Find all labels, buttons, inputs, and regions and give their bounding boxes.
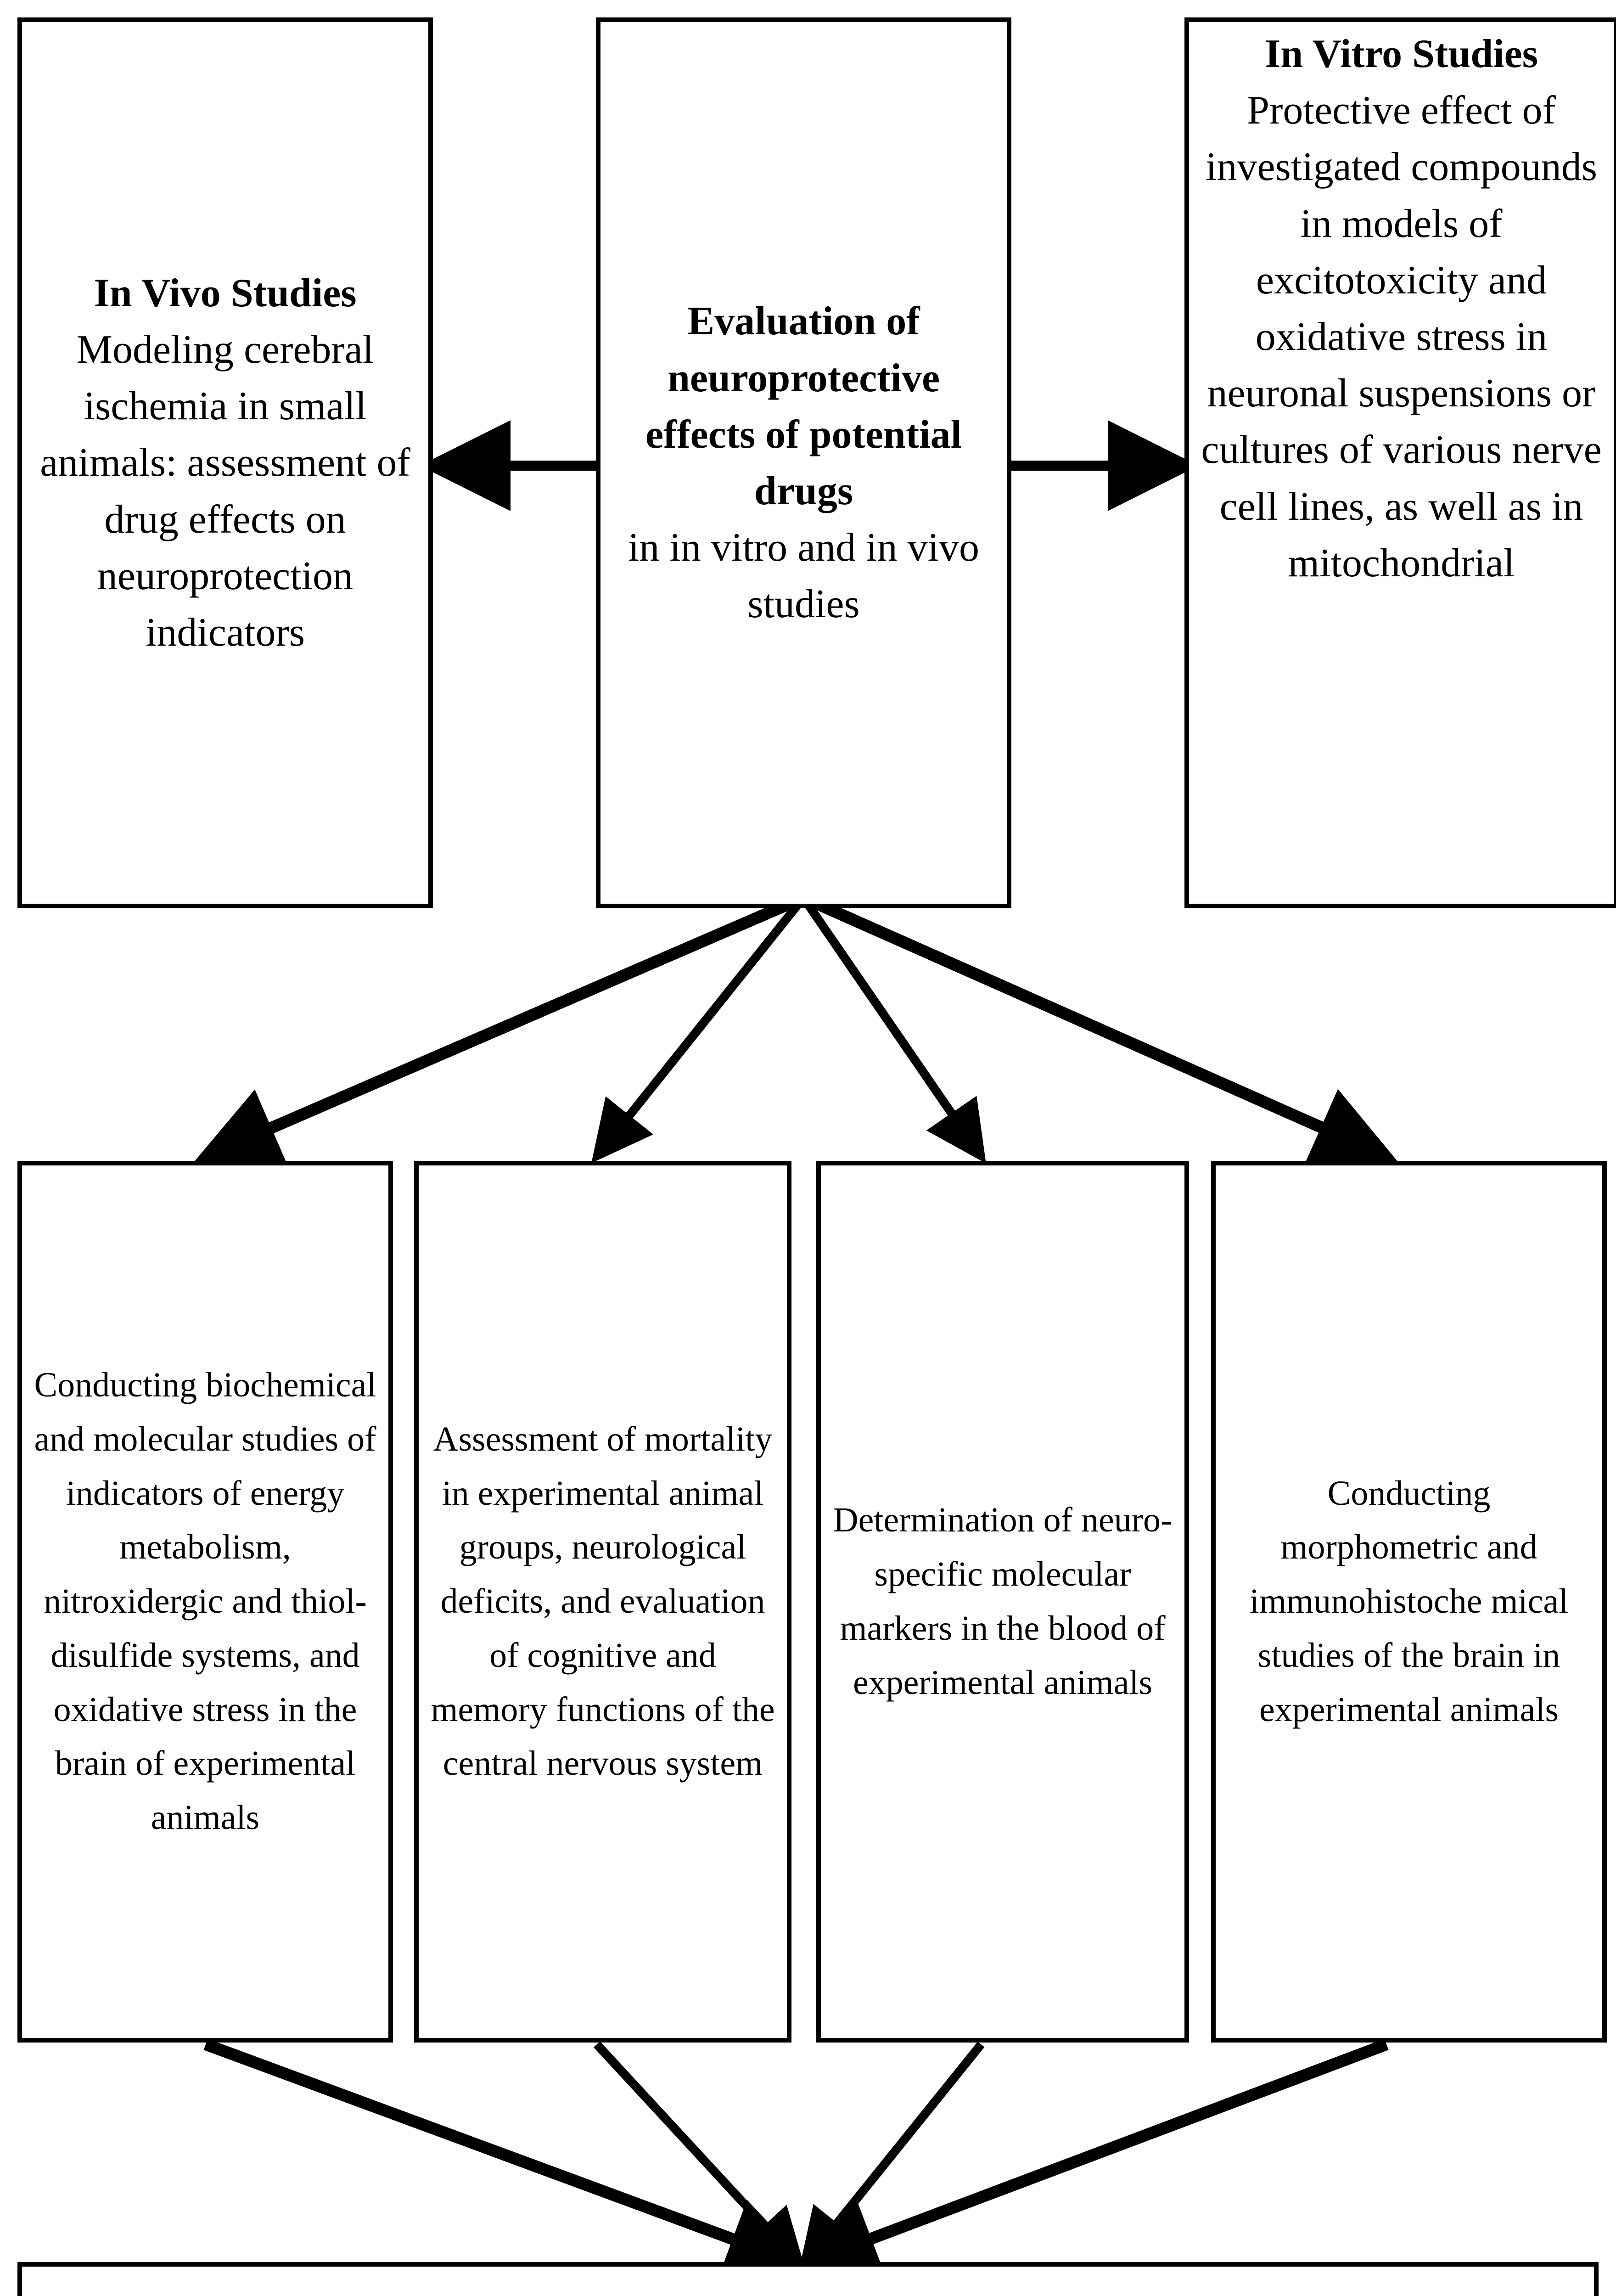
node-in-vivo-studies[interactable]: In Vivo Studies Modeling cerebral ischem… <box>17 17 433 908</box>
node-mortality-body: Assessment of mortality in experimental … <box>431 1419 775 1783</box>
node-morphometric-studies[interactable]: Conducting morphometric and immunohistoc… <box>1211 1161 1607 2043</box>
node-biochemical-body: Conducting biochemical and molecular stu… <box>34 1365 376 1837</box>
node-in-vitro-body: Protective effect of investigated compou… <box>1201 88 1602 585</box>
node-in-vitro-studies[interactable]: In Vitro Studies Protective effect of in… <box>1184 17 1616 908</box>
node-molecular-markers[interactable]: Determination of neuro-specific molecula… <box>816 1161 1189 2043</box>
arrow-to-biochem <box>195 892 806 1166</box>
arrow-to-morpho <box>801 892 1397 1165</box>
node-in-vivo-body: Modeling cerebral ischemia in small anim… <box>40 327 410 655</box>
arrow-from-biochem <box>203 2038 811 2279</box>
arrow-to-mortality <box>591 895 807 1163</box>
node-comprehensive-evaluation[interactable]: Comprehensive evaluation of the neuropro… <box>17 2262 1599 2296</box>
node-morphometric-body: Conducting morphometric and immunohistoc… <box>1249 1474 1569 1729</box>
node-biochemical-studies[interactable]: Conducting biochemical and molecular stu… <box>17 1161 393 2043</box>
arrow-from-markers <box>799 2042 985 2271</box>
node-evaluation-title: Evaluation of neuroprotective effects of… <box>645 299 962 513</box>
node-in-vitro-title: In Vitro Studies <box>1265 32 1538 76</box>
arrow-from-morpho <box>793 2038 1389 2278</box>
node-in-vivo-title: In Vivo Studies <box>94 270 357 315</box>
arrow-from-mortality <box>594 2041 806 2270</box>
node-mortality-assessment[interactable]: Assessment of mortality in experimental … <box>414 1161 791 2043</box>
fanout-arrows <box>195 892 1397 1166</box>
node-evaluation-center[interactable]: Evaluation of neuroprotective effects of… <box>596 17 1011 908</box>
converge-arrows <box>203 2038 1389 2279</box>
arrow-to-markers <box>800 895 986 1164</box>
node-markers-body: Determination of neuro-specific molecula… <box>833 1501 1173 1702</box>
node-evaluation-body: in in vitro and in vivo studies <box>628 525 980 627</box>
